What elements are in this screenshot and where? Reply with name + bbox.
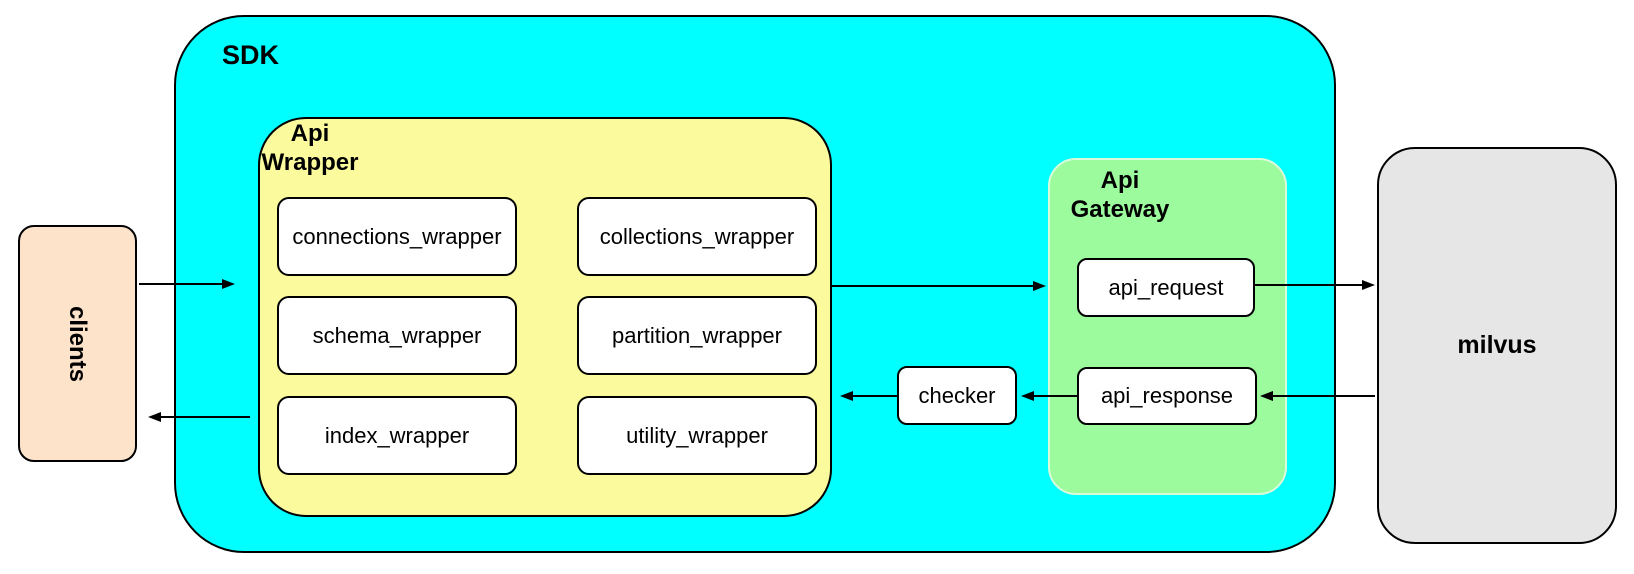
api-gateway-container [1048,158,1287,495]
node-label: connections_wrapper [292,223,502,249]
api-wrapper-label: Api Wrapper [256,119,364,178]
api-wrapper-label-line2: Wrapper [261,149,359,177]
node-label: index_wrapper [324,422,470,448]
clients-label: clients [64,305,92,382]
arrow-wrapper-to-gateway [832,281,1046,291]
node-label: schema_wrapper [312,322,482,348]
node-label: collections_wrapper [599,223,795,249]
arrow-sdk-to-clients [148,412,250,422]
node-partition-wrapper: partition_wrapper [577,296,817,375]
node-label: api_response [1100,383,1234,408]
arrow-clients-to-sdk [139,279,235,289]
node-schema-wrapper: schema_wrapper [277,296,517,375]
api-gateway-label-line1: Api [1100,167,1140,194]
node-checker: checker [897,366,1017,425]
arrow-milvus-to-response [1260,391,1375,401]
node-label: checker [918,382,996,408]
api-gateway-label-line2: Gateway [1070,196,1170,224]
node-label: api_request [1108,274,1224,300]
clients-box: clients [18,225,137,462]
node-index-wrapper: index_wrapper [277,396,517,475]
milvus-box: milvus [1377,147,1617,544]
node-api-request: api_request [1077,258,1255,317]
node-label: utility_wrapper [626,422,768,448]
node-api-response: api_response [1077,367,1257,425]
arrow-checker-to-wrapper [840,391,897,401]
node-utility-wrapper: utility_wrapper [577,396,817,475]
arrow-request-to-milvus [1255,280,1375,290]
node-connections-wrapper: connections_wrapper [277,197,517,276]
api-wrapper-label-line1: Api [290,120,330,147]
sdk-label: SDK [222,40,280,70]
arrow-response-to-checker [1021,391,1077,401]
milvus-label: milvus [1457,331,1537,359]
node-label: partition_wrapper [612,322,782,348]
node-collections-wrapper: collections_wrapper [577,197,817,276]
api-gateway-label: Api Gateway [1056,166,1184,225]
